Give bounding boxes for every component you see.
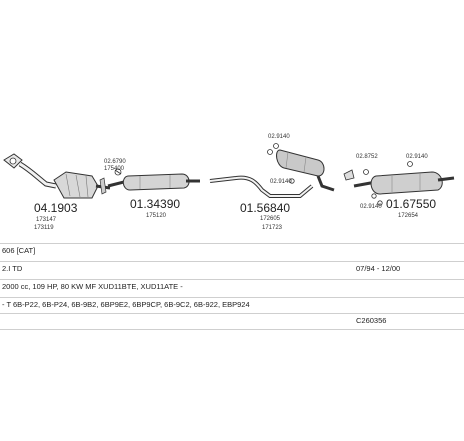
info-rule-3 xyxy=(0,279,464,280)
rear-hanger-top[interactable] xyxy=(407,161,413,167)
middle-hanger-mid[interactable] xyxy=(289,178,295,184)
middle-hanger-top[interactable] xyxy=(267,143,279,155)
part-sub-cat-2: 173119 xyxy=(34,225,54,231)
middle-silencer-body xyxy=(276,149,325,177)
label-front-clamp-sub: 175400 xyxy=(104,166,125,172)
part-sub-cat-1: 173147 xyxy=(36,217,57,223)
rear-clamp[interactable] xyxy=(343,169,369,181)
middle-pipe xyxy=(209,175,314,198)
info-line-3: 2000 cc, 109 HP, 80 KW MF XUD11BTE, XUD1… xyxy=(2,282,183,291)
info-line-5-right: C260356 xyxy=(356,316,387,325)
info-rule-5 xyxy=(0,313,464,314)
part-sub-rear-silencer: 172654 xyxy=(398,213,419,219)
info-rule-1 xyxy=(0,243,464,244)
rear-hanger-low[interactable] xyxy=(371,193,383,206)
label-mid-hanger-top: 02.9140 xyxy=(268,134,290,140)
part-sub-middle-2: 171723 xyxy=(262,225,283,231)
info-line-1: 606 [CAT] xyxy=(2,246,36,255)
front-clamp[interactable] xyxy=(114,168,122,176)
info-line-2: 2.I TD xyxy=(2,264,23,273)
rear-silencer-part[interactable] xyxy=(353,171,455,195)
front-silencer-body xyxy=(122,173,190,191)
info-rule-4 xyxy=(0,297,464,298)
catalytic-converter-part[interactable] xyxy=(3,153,111,199)
part-number-front-silencer: 01.34390 xyxy=(130,197,180,211)
label-front-clamp: 02.6790 xyxy=(104,159,126,165)
info-rule-6 xyxy=(0,329,464,330)
label-rear-hanger-low: 02.9140 xyxy=(360,204,382,210)
middle-silencer-part[interactable] xyxy=(209,149,335,198)
front-silencer-part[interactable] xyxy=(107,173,200,191)
label-rear-hanger-top: 02.9140 xyxy=(406,154,428,160)
part-sub-front-silencer: 175120 xyxy=(146,213,167,219)
rear-silencer-body xyxy=(370,171,443,195)
part-number-cat: 04.1903 xyxy=(34,201,78,215)
info-rule-2 xyxy=(0,261,464,262)
info-line-4: - T 6B-P22, 6B-P24, 6B-9B2, 6BP9E2, 6BP9… xyxy=(2,300,250,309)
label-rear-clamp: 02.8752 xyxy=(356,154,378,160)
part-sub-middle-1: 172605 xyxy=(260,216,281,222)
label-mid-hanger-mid: 02.9140 xyxy=(270,179,292,185)
part-number-middle-silencer: 01.56840 xyxy=(240,201,290,215)
info-line-2-right: 07/94 - 12/00 xyxy=(356,264,401,273)
part-number-rear-silencer: 01.67550 xyxy=(386,197,436,211)
